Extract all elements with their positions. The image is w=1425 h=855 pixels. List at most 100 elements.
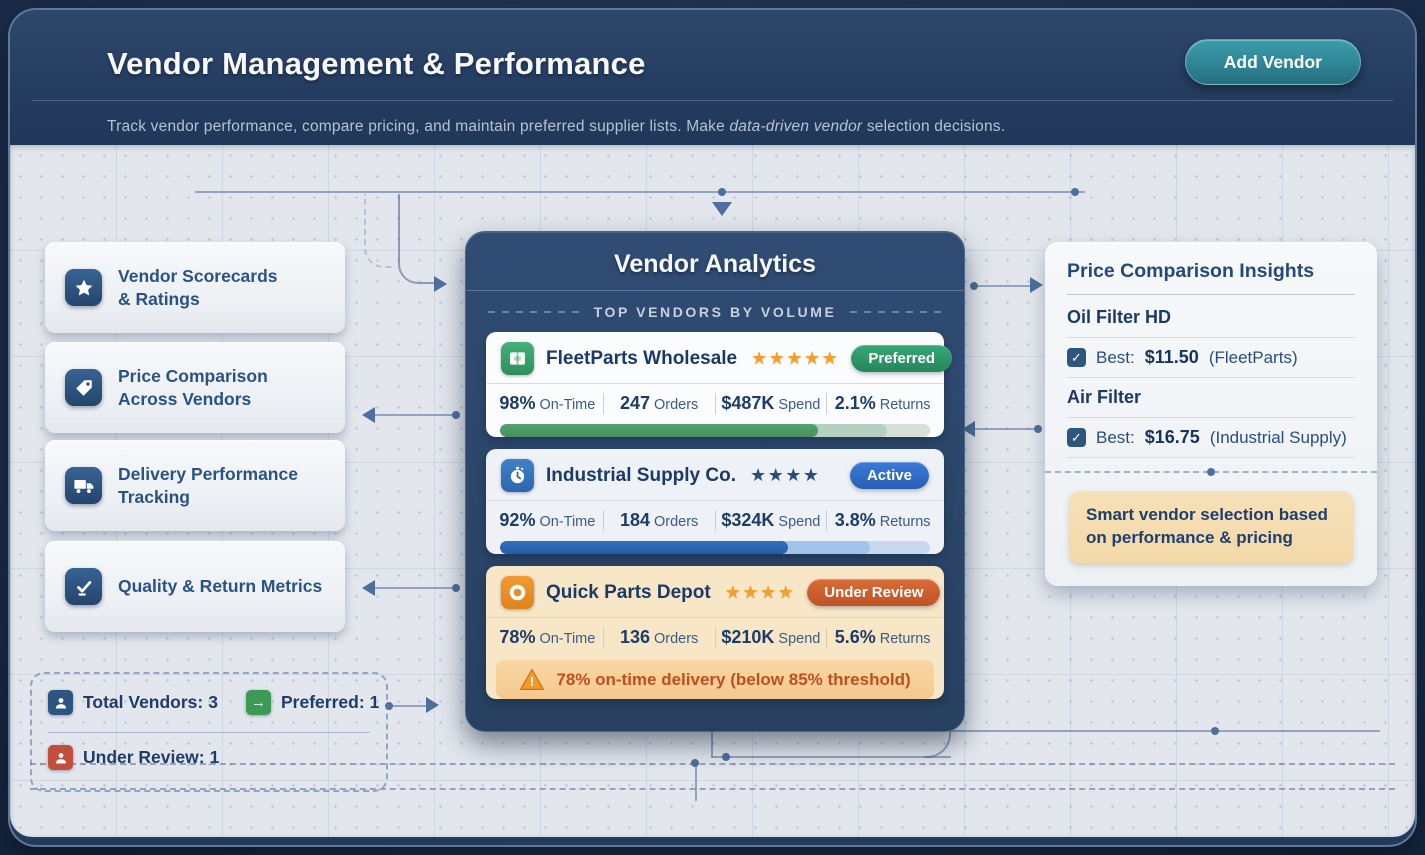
best-vendor: (Industrial Supply) — [1209, 427, 1347, 447]
connector-elbow — [924, 731, 951, 758]
package-icon — [501, 342, 534, 375]
connector-line — [374, 587, 458, 589]
svg-text:!: ! — [530, 674, 534, 689]
vendor-card-quickparts[interactable]: Quick Parts Depot ★★★★ Under Review 78%O… — [486, 566, 944, 699]
connector-line — [374, 414, 458, 416]
add-vendor-button[interactable]: Add Vendor — [1184, 39, 1361, 85]
connector-dashed-line — [30, 763, 1395, 765]
best-price-row: ✓ Best: $16.75 (Industrial Supply) — [1067, 427, 1355, 448]
dash-decoration — [850, 311, 943, 313]
stat-on-time: 98%On-Time — [499, 393, 596, 413]
card-divider — [487, 500, 943, 501]
section-label: TOP VENDORS BY VOLUME — [593, 304, 837, 320]
subtitle-emphasis: data-driven vendor — [729, 118, 863, 135]
rating-stars: ★★★★★ — [751, 348, 840, 368]
total-vendors-stat: Total Vendors:3 — [83, 692, 218, 712]
connector-dot — [722, 753, 730, 761]
arrow-right-icon — [1030, 277, 1043, 293]
connector-dot — [718, 188, 726, 196]
section-header: TOP VENDORS BY VOLUME — [484, 304, 946, 320]
connector-line — [974, 428, 1040, 430]
sidebar-item-label: Vendor Scorecards& Ratings — [118, 265, 278, 309]
connector-line — [976, 285, 1036, 287]
preferred-stat: Preferred:1 — [281, 692, 380, 712]
connector-dot — [452, 411, 460, 419]
checkbox-icon: ✓ — [1067, 428, 1086, 447]
dash-decoration — [487, 311, 580, 313]
connector-line — [195, 191, 1085, 193]
stat-returns: 5.6%Returns — [826, 627, 938, 648]
card-divider — [487, 617, 943, 618]
connector-line — [695, 763, 697, 801]
price-insights-panel: Price Comparison Insights Oil Filter HD … — [1045, 242, 1377, 586]
connector-line — [711, 732, 713, 757]
connector-dot — [452, 584, 460, 592]
arrow-right-icon — [434, 276, 447, 292]
vendor-card-fleetparts[interactable]: FleetParts Wholesale ★★★★★ Preferred 98%… — [486, 332, 953, 437]
vendor-analytics-panel: Vendor Analytics TOP VENDORS BY VOLUME F… — [465, 231, 965, 732]
divider — [1067, 337, 1355, 338]
connector-elbow-dashed — [364, 194, 392, 268]
sidebar-item-label: Quality & Return Metrics — [118, 576, 323, 597]
warning-triangle-icon: ! — [520, 668, 545, 691]
connector-elbow — [398, 194, 436, 284]
panel-title: Vendor Analytics — [614, 250, 816, 278]
connector-dot — [1211, 727, 1219, 735]
divider — [1067, 417, 1355, 418]
stat-on-time: 78%On-Time — [499, 627, 596, 647]
status-badge: Preferred — [851, 345, 953, 372]
arrow-left-icon — [362, 407, 375, 423]
vendor-name: Quick Parts Depot — [546, 581, 711, 603]
page-title: Vendor Management & Performance — [107, 46, 646, 81]
under-review-stat: Under Review:1 — [83, 747, 220, 767]
stat-on-time: 92%On-Time — [499, 510, 596, 530]
summary-divider — [48, 732, 370, 733]
product-name: Oil Filter HD — [1067, 307, 1172, 327]
check-square-icon — [65, 568, 102, 605]
connector-line — [950, 730, 1380, 732]
stat-returns: 2.1%Returns — [826, 393, 938, 414]
sidebar-item-quality[interactable]: Quality & Return Metrics — [45, 541, 345, 632]
divider — [1067, 457, 1355, 458]
rating-stars: ★★★★ — [750, 465, 821, 485]
price-tag-icon — [65, 369, 102, 406]
connector-dot — [1034, 425, 1042, 433]
vendor-card-industrial[interactable]: Industrial Supply Co. ★★★★ Active 92%On-… — [486, 449, 944, 554]
divider — [1067, 294, 1355, 295]
truck-icon — [65, 467, 102, 504]
best-price-row: ✓ Best: $11.50 (FleetParts) — [1067, 347, 1355, 368]
stopwatch-icon — [501, 459, 534, 492]
insights-title: Price Comparison Insights — [1067, 260, 1315, 282]
sidebar-item-scorecards[interactable]: Vendor Scorecards& Ratings — [45, 242, 345, 333]
best-vendor: (FleetParts) — [1208, 347, 1298, 367]
best-price: $11.50 — [1144, 347, 1199, 367]
best-price: $16.75 — [1144, 427, 1200, 447]
connector-line — [711, 756, 951, 758]
vendor-summary-box: Total Vendors:3 → Preferred:1 Under Revi… — [30, 672, 388, 792]
panel-divider — [466, 290, 964, 291]
arrow-left-icon — [362, 580, 375, 596]
vendor-name: Industrial Supply Co. — [546, 464, 737, 486]
ring-icon — [501, 576, 534, 609]
warning-text: 78% on-time delivery (below 85% threshol… — [556, 669, 911, 689]
dashed-divider — [1045, 468, 1377, 476]
rating-stars: ★★★★ — [724, 582, 796, 602]
divider — [1067, 377, 1355, 378]
summary-row: Under Review:1 — [48, 745, 219, 770]
arrow-right-icon — [426, 697, 439, 713]
arrow-down-icon — [712, 202, 732, 216]
stat-returns: 3.8%Returns — [826, 510, 938, 531]
connector-dashed-line — [30, 788, 1395, 790]
header-divider — [32, 100, 1393, 101]
